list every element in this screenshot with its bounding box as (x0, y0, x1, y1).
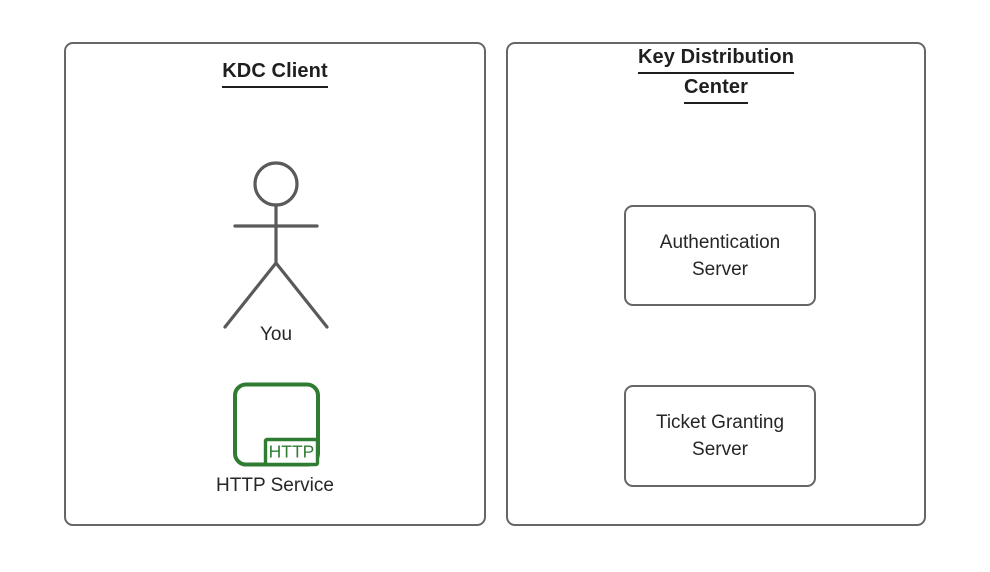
actor-label-you: You (259, 324, 293, 345)
box-ticket-granting-server-line-1: Ticket Granting (655, 412, 785, 433)
panel-kdc-client-title-line-1: KDC Client (222, 58, 328, 88)
stick-figure-icon (213, 155, 339, 355)
box-authentication-server[interactable]: Authentication Server (624, 205, 816, 306)
box-authentication-server-line-1: Authentication (659, 231, 781, 253)
box-ticket-granting-server[interactable]: Ticket Granting Server (624, 385, 816, 487)
http-badge-text: HTTP (269, 442, 315, 462)
box-ticket-granting-server-line-2: Server (692, 439, 748, 460)
box-ticket-granting-server-text: Ticket Granting Server (656, 409, 784, 463)
http-service-icon: HTTP (231, 381, 321, 468)
stick-figure-head (253, 161, 299, 207)
panel-kdc-client-title: KDC Client (64, 58, 486, 88)
panel-kdc-title-line-1: Key Distribution (637, 44, 795, 74)
panel-kdc-title-line-2: Center (684, 74, 748, 104)
stick-figure-svg (223, 161, 329, 329)
stick-figure-leg-left (223, 261, 278, 329)
box-authentication-server-text: Authentication Server (660, 229, 780, 283)
panel-key-distribution-center-title: Key Distribution Center (506, 44, 926, 104)
http-service-label: HTTP Service (216, 475, 334, 496)
http-service-svg: HTTP (233, 382, 320, 467)
http-badge-box (263, 437, 320, 467)
actor-label-wrap: You (213, 323, 339, 347)
stick-figure-leg-right (274, 261, 329, 329)
box-authentication-server-line-2: Server (692, 258, 748, 280)
